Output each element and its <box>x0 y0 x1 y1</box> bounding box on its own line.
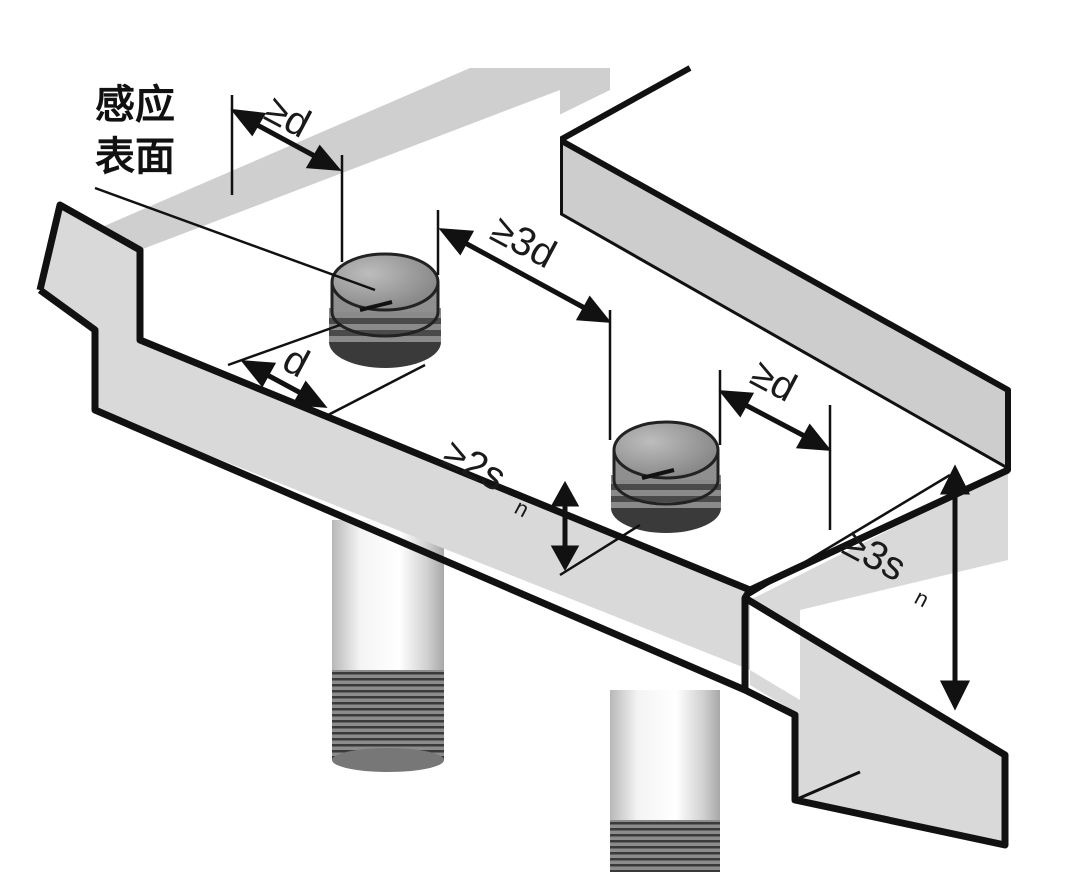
right-sensor <box>611 420 721 533</box>
left-sensor-pipe <box>332 520 444 772</box>
dimension-arrows <box>230 108 971 711</box>
arrow-gap-left <box>230 108 342 171</box>
arrow-height-left <box>550 480 580 572</box>
plate-outline-bottom <box>37 287 1009 849</box>
arrow-gap-right <box>718 390 832 451</box>
mounting-plate-front-face <box>40 205 1008 845</box>
sensing-surface-label-line2: 表面 <box>95 134 175 180</box>
arrow-sensor-spacing <box>438 228 612 323</box>
dim-gap-left-label: ≥d <box>258 87 318 147</box>
arrow-height-right <box>939 464 971 711</box>
left-sensor <box>329 252 441 368</box>
right-underside-edge <box>794 770 861 802</box>
sensing-surface-label-line1: 感应 <box>95 82 175 128</box>
right-wall-top-edge <box>558 65 692 143</box>
right-sensor-pipe <box>610 690 720 872</box>
mounting-plate-top-surface <box>140 90 1008 590</box>
svg-text:n: n <box>911 584 934 612</box>
arrow-diameter <box>240 360 328 408</box>
plate-step-edge <box>742 588 753 600</box>
extension-lines <box>94 95 951 597</box>
